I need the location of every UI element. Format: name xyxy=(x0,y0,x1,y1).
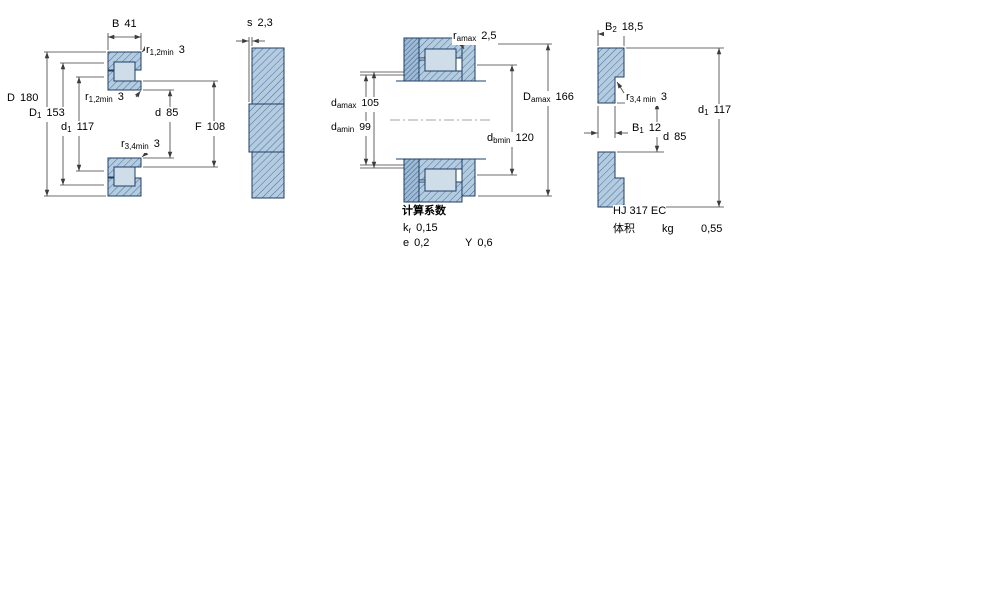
mass-value: 0,55 xyxy=(701,223,723,236)
view1-bearing-section xyxy=(107,51,142,197)
view2-dimension-lines xyxy=(236,37,265,102)
view3-mounting-section xyxy=(390,37,492,203)
mass-unit: kg xyxy=(662,223,674,236)
calc-factors-title: 计算系数 xyxy=(402,205,446,218)
mass-label: 体积 xyxy=(613,223,635,236)
view3-dimension-lines xyxy=(360,41,552,197)
ring-designation: HJ 317 EC xyxy=(613,205,667,218)
view2-side-profile xyxy=(248,47,285,199)
view4-angle-ring-section xyxy=(597,47,625,208)
